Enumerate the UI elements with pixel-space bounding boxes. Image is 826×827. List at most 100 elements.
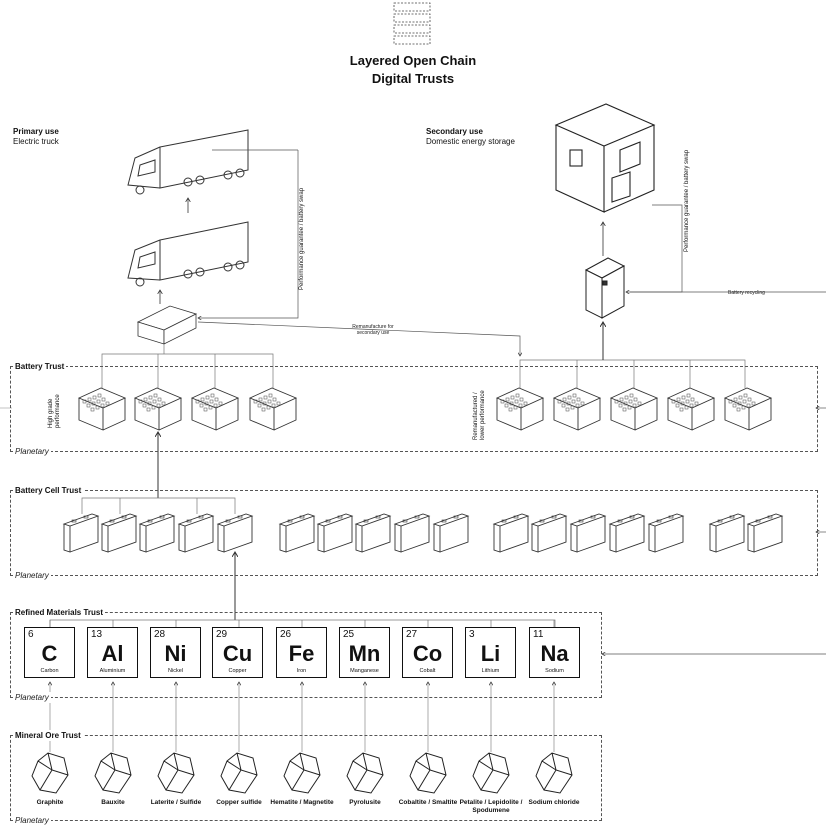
element-symbol: Co xyxy=(412,641,443,666)
atomic-number: 29 xyxy=(216,629,228,640)
primary-use-heading: Primary use xyxy=(13,127,59,136)
ore-label: Petalite / Lepidolite / Spodumene xyxy=(459,799,523,814)
battery-cell-icon xyxy=(393,513,431,553)
atomic-number: 13 xyxy=(91,629,103,640)
battery-pack-icon xyxy=(248,387,298,431)
planetary-label: Planetary xyxy=(13,446,51,457)
ore-crystal-icon xyxy=(283,752,321,794)
secondary-use-sub: Domestic energy storage xyxy=(426,137,515,146)
refined-materials-trust-box: Refined Materials Trust Planetary xyxy=(10,607,602,703)
ore-label: Sodium chloride xyxy=(528,799,580,806)
atomic-number: 28 xyxy=(154,629,166,640)
element-name: Cobalt xyxy=(419,668,436,674)
ore-label: Graphite xyxy=(36,799,64,806)
ore-crystal-icon xyxy=(472,752,510,794)
ore-label: Laterite / Sulfide xyxy=(150,799,202,806)
element-symbol: Ni xyxy=(164,641,187,666)
title-line-1: Layered Open Chain xyxy=(349,53,477,68)
element-name: Aluminium xyxy=(99,668,126,674)
battery-cell-icon xyxy=(569,513,607,553)
performance-guarantee-right: Performance guarantee / battery swap xyxy=(684,149,690,252)
battery-cell-icon xyxy=(316,513,354,553)
ore-crystal-icon xyxy=(94,752,132,794)
element-name: Copper xyxy=(228,668,247,674)
battery-cell-icon xyxy=(278,513,316,553)
primary-use-sub: Electric truck xyxy=(13,137,59,146)
battery-pack-icon xyxy=(495,387,545,431)
mineral-ore-trust-label: Mineral Ore Trust xyxy=(13,730,83,741)
mineral-ore-trust-box: Mineral Ore Trust Planetary xyxy=(10,730,602,826)
battery-cell-icon xyxy=(138,513,176,553)
secondary-use-block: Secondary use Domestic energy storage xyxy=(426,127,515,147)
ore-crystal-icon xyxy=(535,752,573,794)
battery-cell-icon xyxy=(62,513,100,553)
battery-pack-icon xyxy=(723,387,773,431)
ore-crystal-icon xyxy=(346,752,384,794)
atomic-number: 3 xyxy=(469,629,475,640)
battery-cell-trust-box: Battery Cell Trust Planetary xyxy=(10,485,818,581)
battery-trust-box: Battery Trust Planetary xyxy=(10,361,818,457)
battery-pack-icon xyxy=(77,387,127,431)
battery-cell-icon xyxy=(647,513,685,553)
title-line-2: Digital Trusts xyxy=(371,71,455,86)
element-symbol: Na xyxy=(540,641,569,666)
ore-label: Pyrolusite xyxy=(349,799,381,806)
battery-pack-icon xyxy=(666,387,716,431)
element-symbol: Li xyxy=(480,641,501,666)
battery-pack-icon xyxy=(552,387,602,431)
planetary-label: Planetary xyxy=(13,570,51,581)
battery-pack-icon xyxy=(190,387,240,431)
battery-cell-icon xyxy=(216,513,254,553)
element-symbol: C xyxy=(41,641,58,666)
house-icon xyxy=(554,103,656,213)
battery-cell-icon xyxy=(432,513,470,553)
refined-materials-trust-label: Refined Materials Trust xyxy=(13,607,106,618)
performance-guarantee-left: Performance guarantee / battery swap xyxy=(299,187,305,290)
battery-cell-trust-label: Battery Cell Trust xyxy=(13,485,84,496)
layers-icon xyxy=(393,2,431,45)
diagram-title: Layered Open Chain Digital Trusts xyxy=(0,52,826,88)
element-name: Carbon xyxy=(40,668,59,674)
ore-label: Hematite / Magnetite xyxy=(270,799,334,806)
atomic-number: 27 xyxy=(406,629,418,640)
ore-crystal-icon xyxy=(157,752,195,794)
ore-label: Cobaltite / Smaltite xyxy=(398,799,458,806)
planetary-label: Planetary xyxy=(13,815,51,826)
ore-label: Copper sulfide xyxy=(216,799,262,806)
ore-crystal-icon xyxy=(220,752,258,794)
battery-cell-icon xyxy=(354,513,392,553)
battery-cell-icon xyxy=(530,513,568,553)
battery-trust-label: Battery Trust xyxy=(13,361,67,372)
element-name: Manganese xyxy=(350,668,379,674)
battery-cell-icon xyxy=(608,513,646,553)
atomic-number: 11 xyxy=(533,629,544,640)
element-name: Sodium xyxy=(545,668,564,674)
element-name: Lithium xyxy=(481,668,500,674)
element-symbol: Al xyxy=(101,641,124,666)
battery-pack-icon xyxy=(136,305,198,345)
element-name: Iron xyxy=(296,668,307,674)
battery-cell-icon xyxy=(708,513,746,553)
battery-cell-icon xyxy=(100,513,138,553)
element-name: Nickel xyxy=(168,668,183,674)
remanufacture-label: Remanufacture for secondary use xyxy=(352,324,394,336)
battery-cell-icon xyxy=(492,513,530,553)
battery-cell-icon xyxy=(746,513,784,553)
atomic-number: 6 xyxy=(28,629,34,640)
element-symbol: Fe xyxy=(288,641,315,666)
element-symbol: Cu xyxy=(222,641,253,666)
electric-truck-icon-top xyxy=(127,129,249,195)
ore-crystal-icon xyxy=(31,752,69,794)
secondary-use-heading: Secondary use xyxy=(426,127,483,136)
planetary-label: Planetary xyxy=(13,692,51,703)
ore-crystal-icon xyxy=(409,752,447,794)
